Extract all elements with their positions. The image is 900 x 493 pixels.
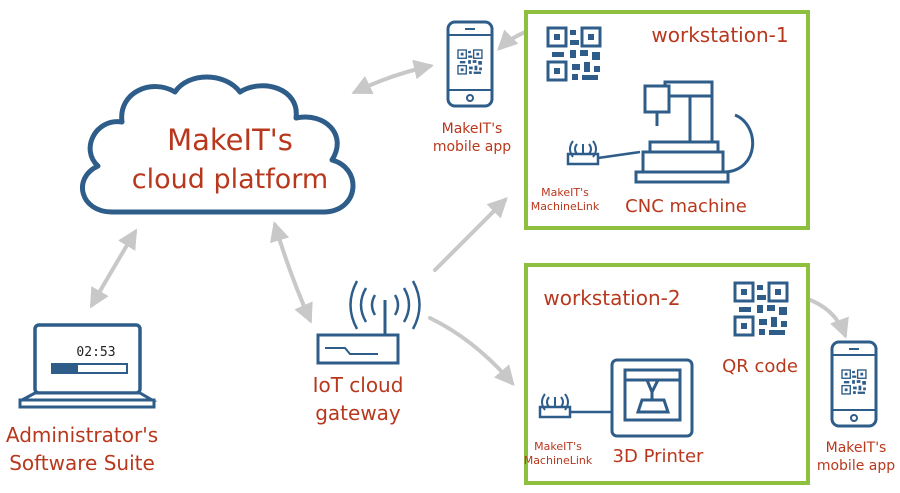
workstation-1-title: workstation-1 <box>651 23 788 47</box>
arrow-gateway-ws1 <box>433 197 508 272</box>
phone-right-label-line2: mobile app <box>817 458 895 474</box>
laptop-timer: 02:53 <box>76 345 115 360</box>
arrow-phone-cloud <box>351 59 434 95</box>
cloud-title-line2: cloud platform <box>132 164 328 195</box>
cloud-title-line1: MakeIT's <box>167 123 293 157</box>
workstation-1-machinelink-line1: MakeIT's <box>541 186 589 199</box>
workstation-1: workstation-1 MakeIT's MachineLink CNC m… <box>524 10 810 230</box>
cnc-machine-icon <box>634 80 755 184</box>
arrow-gateway-ws2 <box>428 316 515 387</box>
mobile-phone-top: MakeIT's mobile app <box>433 22 511 155</box>
laptop-label-line2: Software Suite <box>9 451 155 475</box>
workstation-2: workstation-2 QR code MakeIT's MachineLi… <box>524 263 810 485</box>
mobile-phone-right: MakeIT's mobile app <box>817 342 895 474</box>
machinelink-cable <box>597 150 641 160</box>
gateway-front-panel <box>325 347 378 355</box>
gateway-label-line2: gateway <box>315 401 401 425</box>
phone-top-label-line1: MakeIT's <box>442 121 503 137</box>
workstation-1-machinelink-line2: MachineLink <box>531 200 600 213</box>
arrow-qr-phone-right <box>803 296 849 339</box>
phone-icon <box>832 342 876 426</box>
workstation-2-title: workstation-2 <box>543 286 680 310</box>
phone-right-label-line1: MakeIT's <box>826 440 887 456</box>
phone-top-label-line2: mobile app <box>433 139 511 155</box>
phone-icon <box>448 22 492 106</box>
3d-printer-icon <box>610 358 694 438</box>
cnc-machine-label: CNC machine <box>625 196 747 217</box>
wifi-waves-icon <box>349 280 421 330</box>
cloud-platform: MakeIT's cloud platform <box>79 74 356 215</box>
gateway-label-line1: IoT cloud <box>313 373 404 397</box>
arrow-cloud-gateway <box>270 221 313 324</box>
cloud-shape <box>79 74 356 215</box>
workstation-2-machinelink-line1: MakeIT's <box>534 440 582 453</box>
laptop-progress-fill <box>52 364 78 373</box>
laptop-label-line1: Administrator's <box>6 423 158 447</box>
qr-code-label: QR code <box>722 356 798 377</box>
workstation-2-machinelink-line2: MachineLink <box>524 454 593 467</box>
workstation-1-frame <box>524 10 810 230</box>
administrator-laptop: 02:53 Administrator's Software Suite <box>6 323 158 475</box>
iot-gateway: IoT cloud gateway <box>313 280 421 425</box>
arrow-laptop-cloud <box>90 228 138 309</box>
laptop-base <box>18 391 158 409</box>
3d-printer-label: 3D Printer <box>613 446 705 467</box>
